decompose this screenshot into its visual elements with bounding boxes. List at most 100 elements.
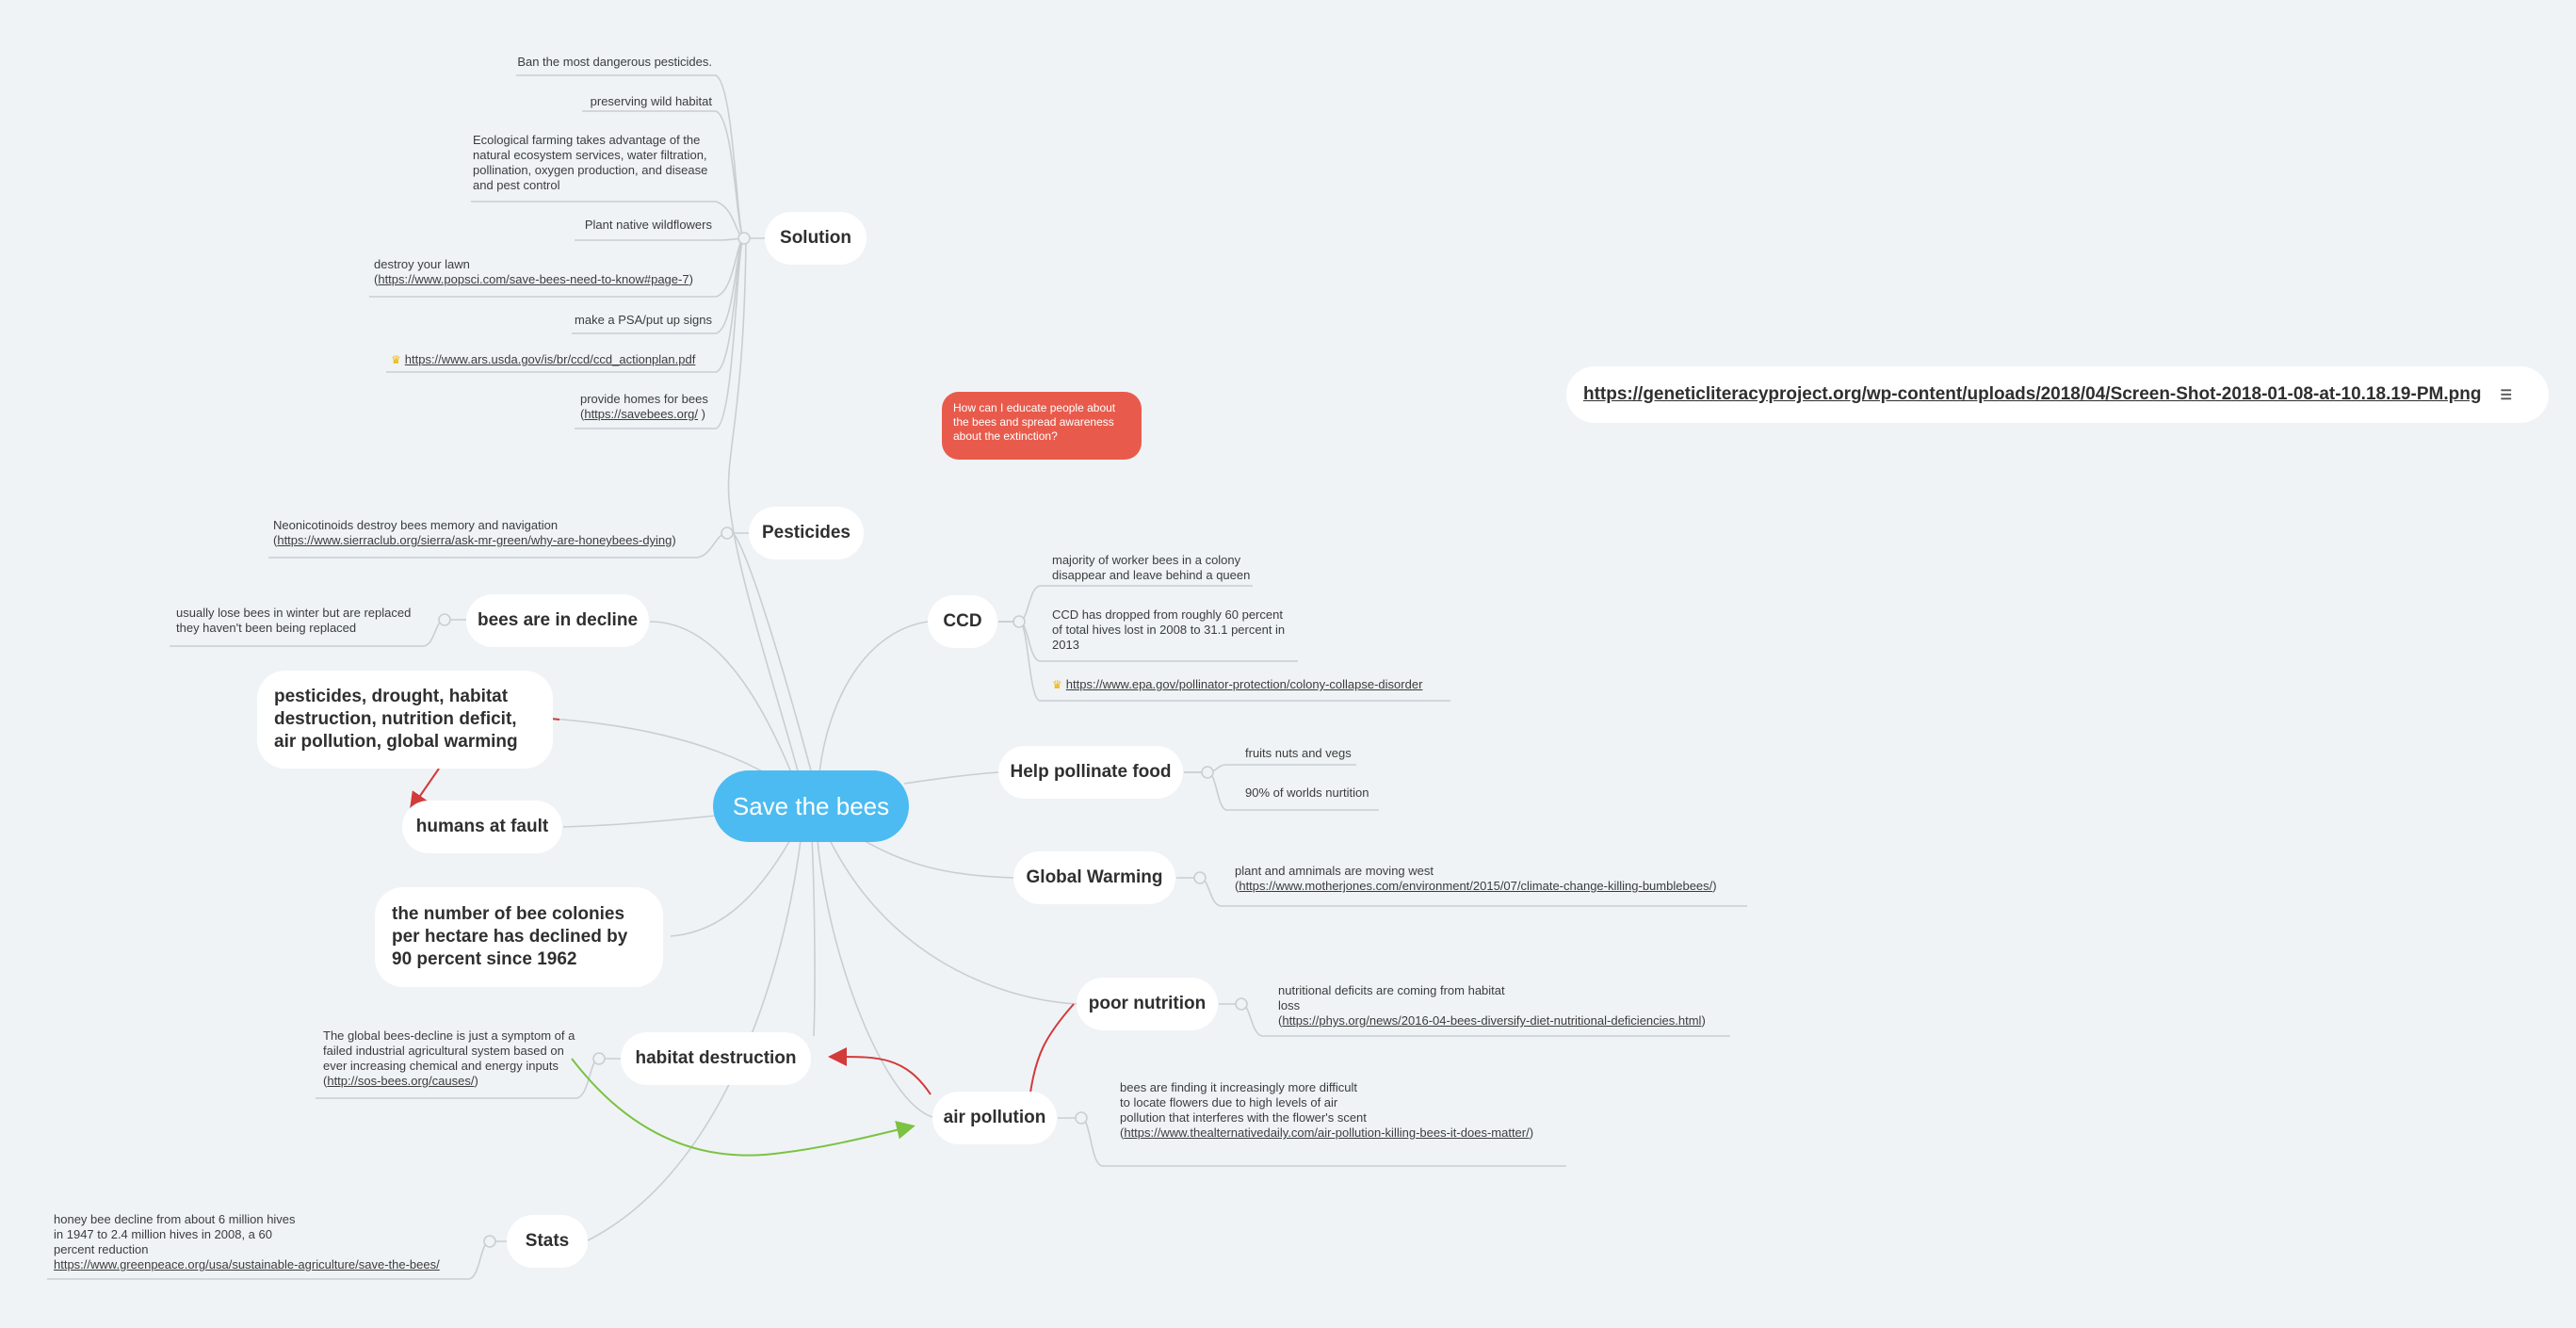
topic-poor-nutrition-label: poor nutrition [1088, 994, 1207, 1013]
solution-leaf-plant[interactable]: Plant native wildflowers [584, 218, 712, 232]
topic-solution-label: Solution [780, 228, 851, 248]
connector-sol-4 [575, 237, 745, 241]
pesticides-leaf-link[interactable]: https://www.sierraclub.org/sierra/ask-mr… [277, 533, 672, 547]
connector-air [817, 839, 933, 1118]
callout-text: How can I educate people about the bees … [953, 401, 1116, 443]
warming-leaf-text: plant and amnimals are moving west [1235, 864, 1434, 878]
stats-leaf-link[interactable]: https://www.greenpeace.org/usa/sustainab… [54, 1257, 440, 1271]
solution-leaf-usda[interactable]: ♛https://www.ars.usda.gov/is/br/ccd/ccd_… [391, 352, 695, 367]
connector-knob-solution[interactable] [737, 232, 751, 245]
ccd-leaf-3-link[interactable]: https://www.epa.gov/pollinator-protectio… [1065, 677, 1423, 691]
solution-leaf-lawn[interactable]: destroy your lawn (https://www.popsci.co… [374, 257, 693, 286]
connector-nutrition [828, 837, 1077, 1005]
topic-humans-at-fault-label: humans at fault [415, 817, 549, 836]
connector-knob-air[interactable] [1075, 1111, 1088, 1125]
stats-leaf-text: honey bee decline from about 6 million h… [54, 1212, 296, 1256]
connector-knob-pollinate[interactable] [1201, 766, 1214, 779]
topic-solution[interactable]: Solution [765, 212, 867, 265]
connector-warming [851, 833, 1014, 879]
topic-stats-label: Stats [525, 1231, 570, 1251]
crown-icon: ♛ [1052, 678, 1062, 691]
connector-pesticides [734, 534, 813, 775]
solution-leaf-homes-link[interactable]: https://savebees.org/ [584, 407, 699, 421]
solution-leaf-lawn-text: destroy your lawn [374, 257, 470, 271]
connector-decline [649, 621, 792, 773]
connector-knob-decline[interactable] [438, 613, 451, 626]
topic-help-pollinate[interactable]: Help pollinate food [998, 746, 1183, 799]
pesticides-leaf-text: Neonicotinoids destroy bees memory and n… [273, 518, 559, 532]
topic-habitat-destruction-label: habitat destruction [635, 1048, 797, 1068]
pesticides-leaf[interactable]: Neonicotinoids destroy bees memory and n… [273, 518, 676, 547]
connector-knob-stats[interactable] [483, 1235, 496, 1248]
floating-topic-link[interactable]: https://geneticliteracyproject.org/wp-co… [1566, 366, 2549, 423]
habitat-leaf-link[interactable]: http://sos-bees.org/causes/ [327, 1074, 475, 1088]
pollinate-leaf-1[interactable]: fruits nuts and vegs [1245, 746, 1352, 760]
topic-ccd-label: CCD [943, 611, 982, 631]
connector-habitat [811, 837, 816, 1037]
topic-air-pollution[interactable]: air pollution [932, 1092, 1057, 1144]
connector-knob-warming[interactable] [1193, 871, 1207, 884]
connector-knob-ccd[interactable] [1013, 615, 1026, 628]
crown-icon: ♛ [391, 353, 401, 366]
central-topic-label: Save the bees [732, 791, 890, 820]
topic-causes-label: pesticides, drought, habitat destruction… [274, 687, 518, 752]
relation-air-to-nutrition[interactable] [1029, 1003, 1075, 1093]
air-leaf-link[interactable]: https://www.thealternativedaily.com/air-… [1124, 1126, 1530, 1140]
callout-question[interactable]: How can I educate people about the bees … [942, 392, 1142, 460]
nutrition-leaf[interactable]: nutritional deficits are coming from hab… [1278, 983, 1706, 1028]
topic-colonies-decline[interactable]: the number of bee colonies per hectare h… [375, 887, 663, 987]
habitat-leaf[interactable]: The global bees-decline is just a sympto… [323, 1028, 575, 1088]
solution-leaf-usda-link[interactable]: https://www.ars.usda.gov/is/br/ccd/ccd_a… [404, 352, 696, 366]
nutrition-leaf-text: nutritional deficits are coming from hab… [1278, 983, 1505, 1012]
topic-ccd[interactable]: CCD [928, 595, 997, 648]
stats-leaf[interactable]: honey bee decline from about 6 million h… [54, 1212, 468, 1272]
air-leaf[interactable]: bees are finding it increasingly more di… [1120, 1080, 1534, 1140]
pollinate-leaf-2[interactable]: 90% of worlds nurtition [1245, 785, 1369, 800]
connector-causes [550, 718, 773, 778]
topic-poor-nutrition[interactable]: poor nutrition [1077, 978, 1218, 1030]
ccd-leaf-3[interactable]: ♛https://www.epa.gov/pollinator-protecti… [1052, 677, 1422, 692]
topic-causes[interactable]: pesticides, drought, habitat destruction… [257, 671, 553, 769]
relation-habitat-to-air[interactable] [571, 1058, 915, 1157]
air-leaf-text: bees are finding it increasingly more di… [1120, 1080, 1367, 1125]
central-topic[interactable]: Save the bees [713, 770, 909, 842]
solution-leaf-eco[interactable]: Ecological farming takes advantage of th… [473, 133, 708, 192]
ccd-leaf-1[interactable]: majority of worker bees in a colony disa… [1052, 553, 1251, 582]
topic-pesticides-label: Pesticides [762, 523, 851, 543]
connector-ccd [818, 621, 929, 773]
warming-leaf[interactable]: plant and amnimals are moving west (http… [1235, 864, 1717, 893]
solution-leaf-lawn-link[interactable]: https://www.popsci.com/save-bees-need-to… [378, 272, 689, 286]
connector-humans [562, 815, 717, 828]
topic-bees-in-decline[interactable]: bees are in decline [466, 594, 649, 647]
topic-air-pollution-label: air pollution [943, 1108, 1046, 1127]
topic-stats[interactable]: Stats [507, 1215, 588, 1268]
solution-leaf-homes[interactable]: provide homes for bees (https://savebees… [580, 392, 708, 421]
solution-leaf-psa[interactable]: make a PSA/put up signs [575, 313, 712, 327]
connector-pollinate [903, 771, 999, 785]
solution-leaf-wild[interactable]: preserving wild habitat [590, 94, 712, 108]
decline-leaf[interactable]: usually lose bees in winter but are repl… [176, 606, 412, 635]
connector-solution [727, 237, 800, 775]
warming-leaf-link[interactable]: https://www.motherjones.com/environment/… [1239, 879, 1713, 893]
topic-help-pollinate-label: Help pollinate food [1010, 762, 1172, 782]
connector-sol-8 [575, 237, 745, 429]
connector-knob-nutrition[interactable] [1235, 997, 1248, 1011]
connector-knob-pesticides[interactable] [721, 526, 734, 540]
ccd-leaf-2[interactable]: CCD has dropped from roughly 60 percent … [1052, 607, 1286, 652]
topic-habitat-destruction[interactable]: habitat destruction [621, 1032, 811, 1085]
connector-knob-habitat[interactable] [592, 1052, 606, 1065]
topic-global-warming[interactable]: Global Warming [1013, 851, 1175, 904]
connector-colonies [670, 837, 792, 937]
topic-pesticides[interactable]: Pesticides [749, 507, 864, 559]
habitat-leaf-text: The global bees-decline is just a sympto… [323, 1028, 575, 1073]
solution-leaf-ban[interactable]: Ban the most dangerous pesticides. [517, 55, 712, 69]
nutrition-leaf-link[interactable]: https://phys.org/news/2016-04-bees-diver… [1282, 1013, 1702, 1028]
topic-global-warming-label: Global Warming [1026, 867, 1163, 887]
solution-leaf-homes-text: provide homes for bees [580, 392, 708, 406]
topic-humans-at-fault[interactable]: humans at fault [402, 801, 562, 853]
topic-bees-in-decline-label: bees are in decline [477, 610, 639, 630]
floating-link[interactable]: https://geneticliteracyproject.org/wp-co… [1583, 384, 2482, 404]
relation-air-to-habitat[interactable] [828, 1046, 932, 1095]
note-icon[interactable]: ☰ [2500, 386, 2512, 402]
